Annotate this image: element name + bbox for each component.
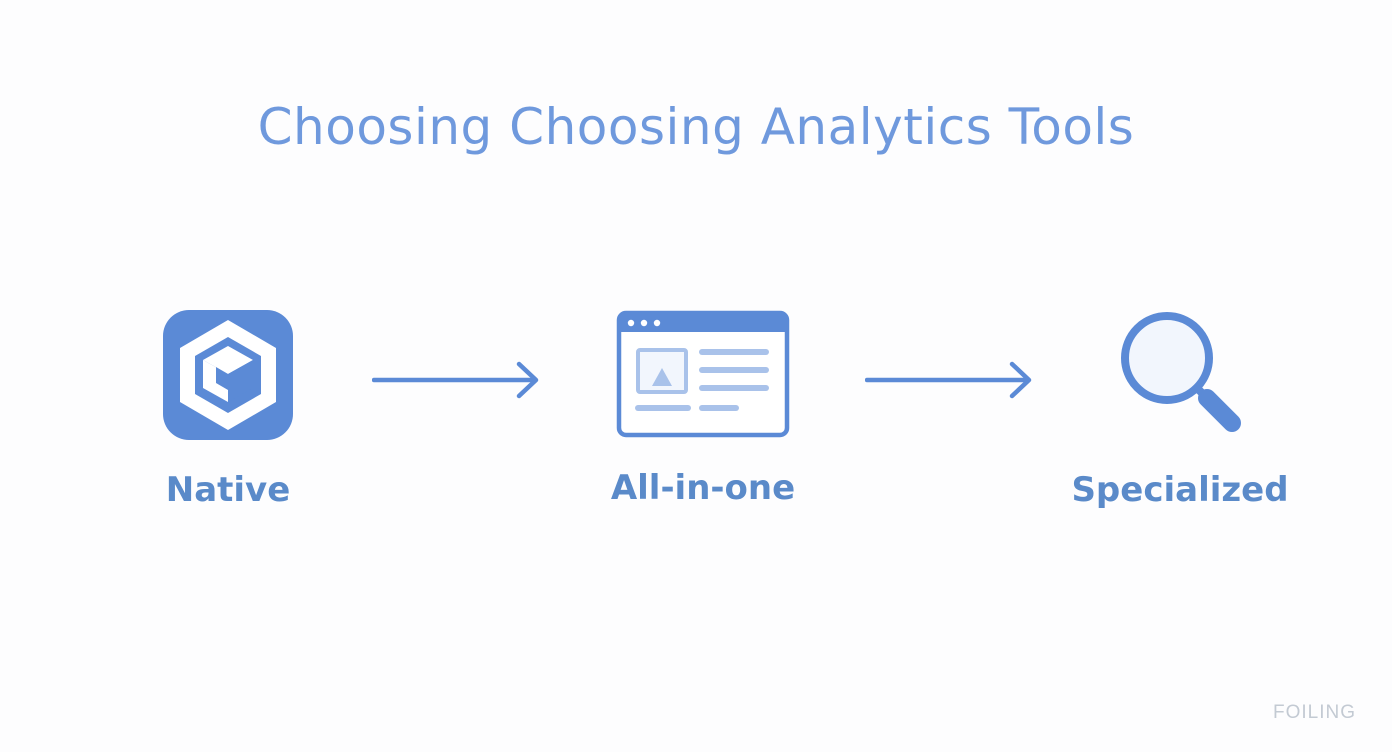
step-label-native: Native — [165, 470, 291, 510]
step-label-all-in-one: All-in-one — [610, 468, 796, 508]
step-label-specialized: Specialized — [1071, 470, 1289, 510]
arrow-right-icon — [372, 361, 539, 399]
magnifying-glass-icon — [1121, 312, 1241, 432]
arrow-right-icon — [865, 361, 1032, 399]
hexagon-cube-icon — [163, 310, 293, 440]
diagram-title: Choosing Choosing Analytics Tools — [257, 98, 1135, 156]
browser-window-icon — [616, 310, 790, 438]
step-all-in-one: All-in-one — [593, 310, 813, 508]
watermark-logo: FOILING — [1272, 702, 1356, 723]
step-native: Native — [128, 310, 328, 510]
step-specialized: Specialized — [1071, 310, 1289, 510]
